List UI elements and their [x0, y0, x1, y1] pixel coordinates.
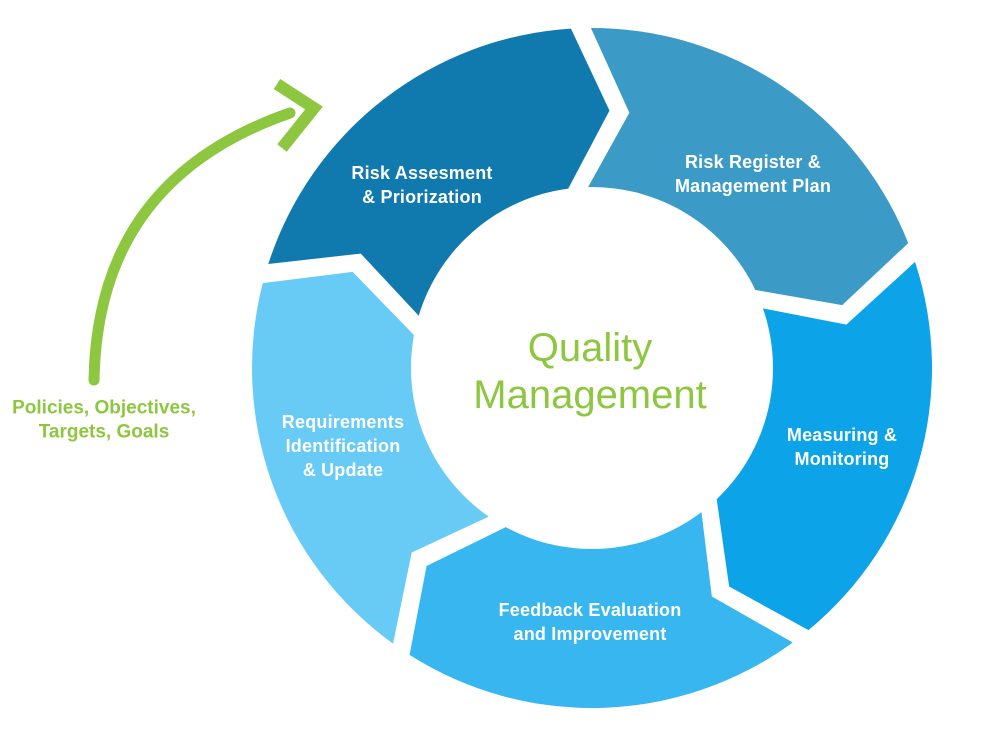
segment-risk-assessment: [268, 28, 610, 316]
segment-feedback-improvement: [409, 512, 793, 708]
input-arrow-group: [88, 78, 323, 386]
curved-arrow-shaft: [88, 107, 296, 386]
segment-label-feedback-improvement: Feedback Evaluation and Improvement: [498, 600, 682, 644]
segment-measuring-monitoring: [716, 261, 933, 631]
segment-label-measuring-monitoring: Measuring & Monitoring: [786, 425, 898, 469]
segment-label-risk-register: Risk Register & Management Plan: [674, 152, 832, 196]
segment-requirements-update: [252, 271, 489, 644]
segment-risk-register: [588, 27, 909, 306]
cycle-ring: [252, 27, 933, 708]
segment-label-requirements-update: Requirements Identification & Update: [281, 412, 405, 480]
input-annotation-text: Policies, Objectives, Targets, Goals: [12, 397, 196, 443]
arrow-head-icon: [273, 78, 323, 152]
diagram-center-title: Quality Management: [473, 325, 707, 417]
segment-label-risk-assessment: Risk Assesment & Priorization: [351, 163, 493, 207]
